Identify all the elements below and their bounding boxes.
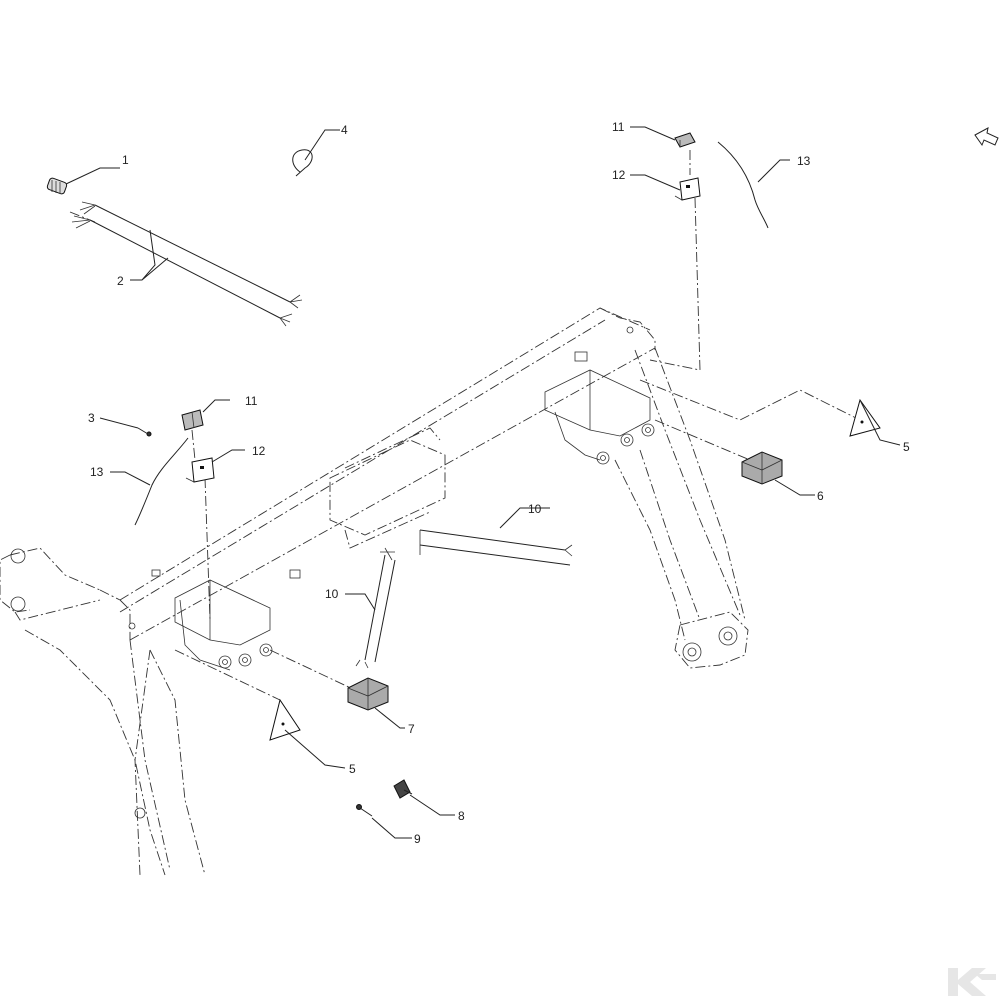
callout-labels: 1 2 3 4 5 5 6 7 8 9 10 10 11 11 12 12 13… [88,120,910,846]
part-8-plug [393,779,413,799]
part-9-bolt [356,804,373,817]
kramp-logo-icon [948,968,996,996]
callout-5-left: 5 [349,762,356,776]
callout-13-left: 13 [90,465,104,479]
frame-drawing [0,307,749,876]
part-1-cable-gland [46,177,68,195]
part-6-lamp-right [741,451,783,485]
callout-10-left: 10 [325,587,339,601]
callout-9: 9 [414,832,421,846]
part-13-cable-left [134,437,189,526]
callout-6: 6 [817,489,824,503]
part-2-cables [71,201,303,327]
callout-2: 2 [117,274,124,288]
part-7-lamp-left [347,677,389,711]
callout-8: 8 [458,809,465,823]
part-12-bracket-top [674,177,701,201]
part-12-bracket-left [185,457,215,483]
part-3-screw [137,427,152,437]
arrow-icon [974,127,999,147]
callout-10-right: 10 [528,502,542,516]
part-5-warning-triangle-right [849,398,881,437]
callout-12-left: 12 [252,444,266,458]
part-13-cable-top [717,141,769,229]
callout-13-top: 13 [797,154,811,168]
part-11-connector-top [674,132,696,148]
leader-lines [65,126,901,839]
callout-1: 1 [122,153,129,167]
part-4-cable-tie [292,149,313,177]
callout-11-left: 11 [245,394,258,408]
part-10-wire-harness [355,529,573,669]
callout-3: 3 [88,411,95,425]
callout-5-right: 5 [903,440,910,454]
callout-12-top: 12 [612,168,626,182]
part-11-connector-left [181,409,204,431]
part-5-warning-triangle-left [269,698,301,741]
callout-11-top: 11 [612,120,625,134]
callout-7: 7 [408,722,415,736]
callout-4: 4 [341,123,348,137]
